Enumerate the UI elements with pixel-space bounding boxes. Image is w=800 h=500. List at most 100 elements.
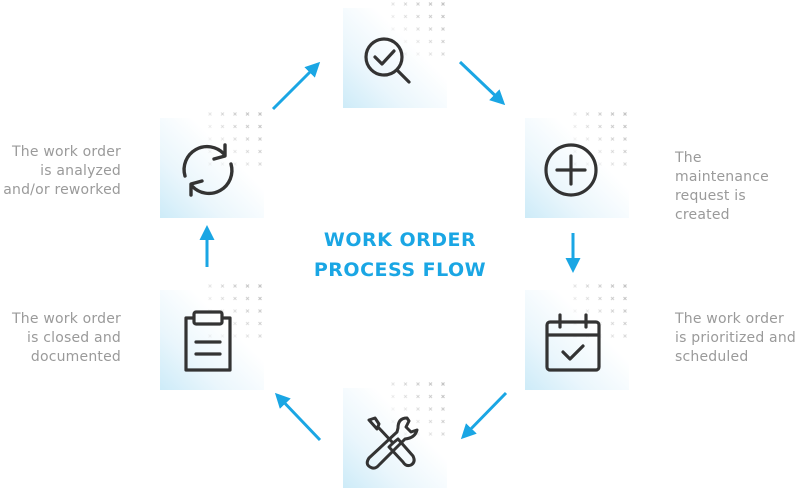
- grid-dot: [233, 334, 237, 338]
- grid-dot: [403, 382, 408, 386]
- grid-dot: [403, 39, 408, 44]
- label-line: The work order: [12, 311, 121, 327]
- node-analyze: [160, 110, 270, 220]
- grid-dot: [258, 296, 262, 301]
- grid-dot: [573, 124, 577, 129]
- grid-dot: [573, 309, 577, 313]
- grid-dot: [623, 334, 627, 338]
- node-background: [160, 118, 264, 218]
- node-background: [525, 118, 629, 218]
- grid-dot: [585, 162, 590, 166]
- grid-dot: [391, 27, 395, 31]
- grid-dot: [441, 432, 445, 436]
- grid-dot: [573, 137, 577, 141]
- grid-dot: [220, 334, 225, 338]
- step-label-create: The maintenance request is created: [675, 149, 800, 225]
- grid-dot: [585, 137, 590, 141]
- grid-dot: [391, 394, 395, 399]
- grid-dot: [573, 162, 577, 166]
- step-label-schedule: The work order is prioritized and schedu…: [675, 310, 796, 367]
- grid-dot: [610, 284, 615, 288]
- grid-dot: [416, 419, 420, 424]
- grid-dot: [428, 52, 433, 56]
- grid-dot: [403, 394, 408, 399]
- grid-dot: [573, 296, 577, 301]
- grid-dot: [233, 296, 237, 301]
- grid-dot: [258, 112, 262, 116]
- grid-dot: [585, 309, 590, 313]
- arrow-execute-to-close: [274, 392, 322, 442]
- grid-dot: [610, 296, 615, 301]
- label-line: The maintenance: [675, 150, 769, 185]
- grid-dot: [623, 137, 627, 141]
- grid-dot: [610, 334, 615, 338]
- grid-dot: [245, 149, 250, 154]
- grid-dot: [428, 14, 433, 19]
- grid-dot: [441, 382, 445, 386]
- arrow-analyze-to-review: [271, 61, 321, 111]
- grid-dot: [258, 124, 262, 129]
- refresh-icon: [182, 143, 234, 197]
- arrow-review-to-create: [458, 60, 506, 106]
- grid-dot: [585, 112, 590, 116]
- grid-dot: [573, 284, 577, 288]
- grid-dot: [573, 112, 577, 116]
- grid-dot: [441, 14, 445, 19]
- grid-dot: [610, 112, 615, 116]
- grid-dot: [403, 419, 408, 424]
- grid-dot: [233, 149, 237, 154]
- label-line: is prioritized and: [675, 330, 796, 346]
- grid-dot: [208, 137, 212, 141]
- grid-dot: [416, 382, 420, 386]
- grid-dot: [245, 137, 250, 141]
- grid-dot: [623, 149, 627, 154]
- node-review: [343, 0, 453, 110]
- plus-circle-icon: [544, 143, 598, 197]
- title-line-1: WORK ORDER: [323, 229, 477, 251]
- grid-dot: [258, 284, 262, 288]
- grid-dot: [245, 162, 250, 166]
- grid-dot: [441, 394, 445, 399]
- node-schedule: [525, 282, 635, 392]
- grid-dot: [441, 419, 445, 424]
- grid-dot: [610, 309, 615, 313]
- grid-dot: [220, 137, 225, 141]
- grid-dot: [220, 112, 225, 116]
- grid-dot: [403, 14, 408, 19]
- node-execute: [343, 380, 453, 490]
- grid-dot: [233, 321, 237, 326]
- title-line-2: PROCESS FLOW: [313, 259, 487, 281]
- grid-dot: [610, 137, 615, 141]
- step-label-close: The work order is closed and documented: [0, 310, 121, 367]
- grid-dot: [585, 284, 590, 288]
- grid-dot: [428, 407, 433, 411]
- grid-dot: [623, 124, 627, 129]
- label-line: is closed and: [27, 330, 121, 346]
- grid-dot: [610, 321, 615, 326]
- grid-dot: [598, 149, 602, 154]
- grid-dot: [258, 137, 262, 141]
- grid-dot: [598, 296, 602, 301]
- grid-dot: [233, 162, 237, 166]
- grid-dot: [416, 394, 420, 399]
- grid-dot: [208, 124, 212, 129]
- diagram-title: WORK ORDER PROCESS FLOW: [300, 225, 500, 285]
- grid-dot: [245, 321, 250, 326]
- grid-dot: [416, 52, 420, 56]
- grid-dot: [416, 2, 420, 6]
- grid-dot: [416, 407, 420, 411]
- grid-dot: [623, 321, 627, 326]
- grid-dot: [258, 309, 262, 313]
- step-label-analyze: The work order is analyzed and/or rework…: [0, 143, 121, 200]
- grid-dot: [585, 296, 590, 301]
- grid-dot: [233, 284, 237, 288]
- grid-dot: [245, 284, 250, 288]
- grid-dot: [258, 321, 262, 326]
- grid-dot: [428, 394, 433, 399]
- grid-dot: [391, 382, 395, 386]
- grid-dot: [598, 124, 602, 129]
- label-line: is analyzed: [40, 163, 121, 179]
- grid-dot: [428, 27, 433, 31]
- grid-dot: [573, 149, 577, 154]
